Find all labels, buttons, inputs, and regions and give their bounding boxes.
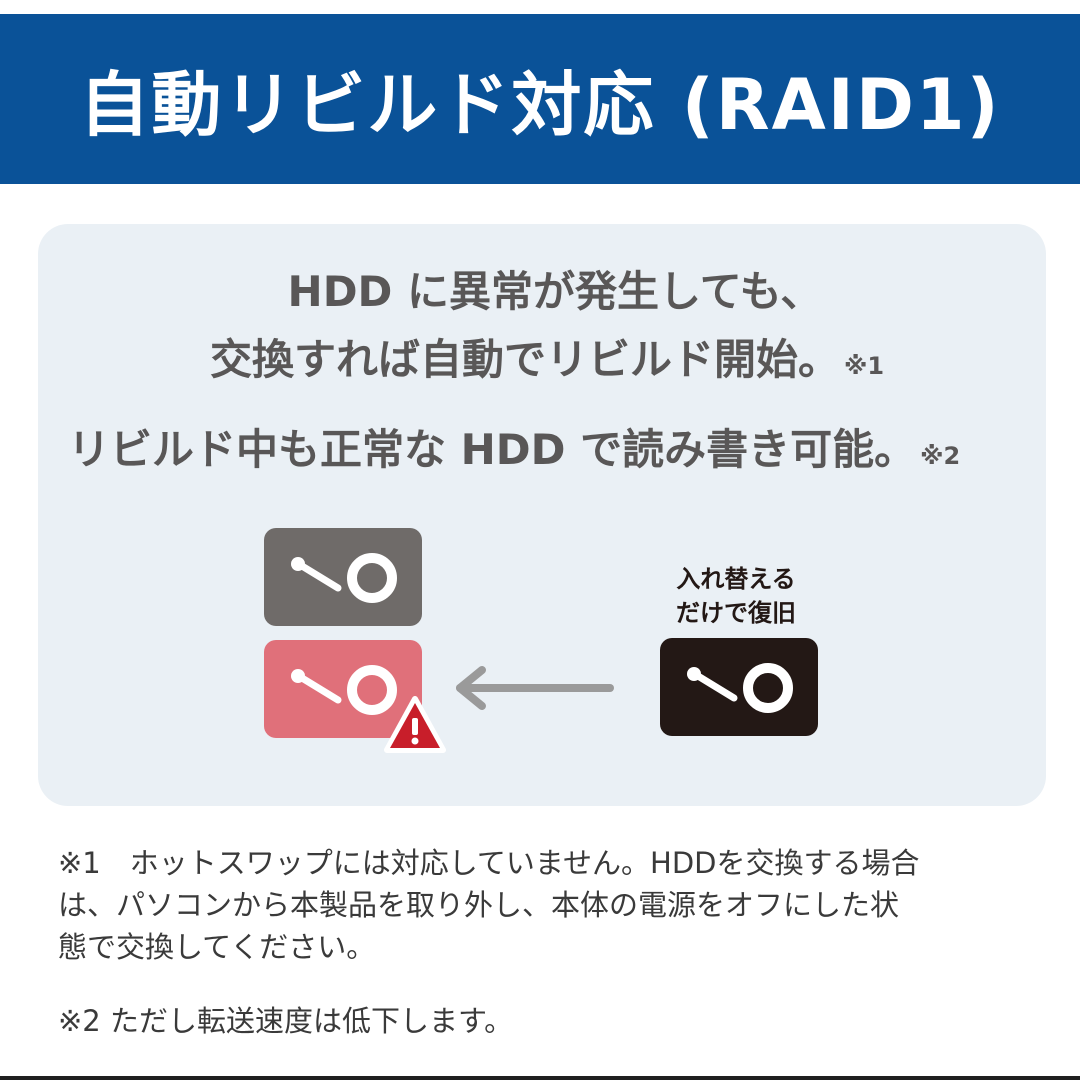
failed-hdd-icon <box>264 640 422 738</box>
swap-label: 入れ替える だけで復旧 <box>636 562 836 630</box>
headline-line-1-text: HDD に異常が発生しても、 <box>287 267 823 316</box>
info-panel <box>38 224 1046 806</box>
swap-label-line-2: だけで復旧 <box>676 599 796 627</box>
headline-line-2-text: 交換すれば自動でリビルド開始。 <box>210 335 841 384</box>
headline-line-3-text: リビルド中も正常な HDD で読み書き可能。 <box>68 425 917 474</box>
arrow-left-icon <box>448 664 616 712</box>
hdd-icon <box>264 528 422 626</box>
swap-label-line-1: 入れ替える <box>676 565 796 593</box>
note-marker-2: ※2 <box>920 442 961 470</box>
title-banner: 自動リビルド対応 (RAID1) <box>0 14 1080 184</box>
bottom-divider <box>0 1076 1080 1080</box>
headline-line-1: HDD に異常が発生しても、 <box>0 258 1080 319</box>
footnote-1: ※1 ホットスワップには対応していません。HDDを交換する場合 は、パソコンから… <box>58 842 1028 968</box>
replacement-hdd-icon <box>660 638 818 736</box>
headline-line-2: 交換すれば自動でリビルド開始。※1 <box>210 326 884 387</box>
footnote-1-line-3: 態で交換してください。 <box>58 930 376 964</box>
warning-icon <box>384 696 446 754</box>
footnote-2: ※2 ただし転送速度は低下します。 <box>58 1004 514 1038</box>
footnote-1-line-1: ※1 ホットスワップには対応していません。HDDを交換する場合 <box>58 846 920 880</box>
page-title: 自動リビルド対応 (RAID1) <box>79 63 1001 146</box>
footnote-1-line-2: は、パソコンから本製品を取り外し、本体の電源をオフにした状 <box>58 888 900 922</box>
headline-line-3: リビルド中も正常な HDD で読み書き可能。※2 <box>68 416 960 477</box>
note-marker-1: ※1 <box>844 352 885 380</box>
